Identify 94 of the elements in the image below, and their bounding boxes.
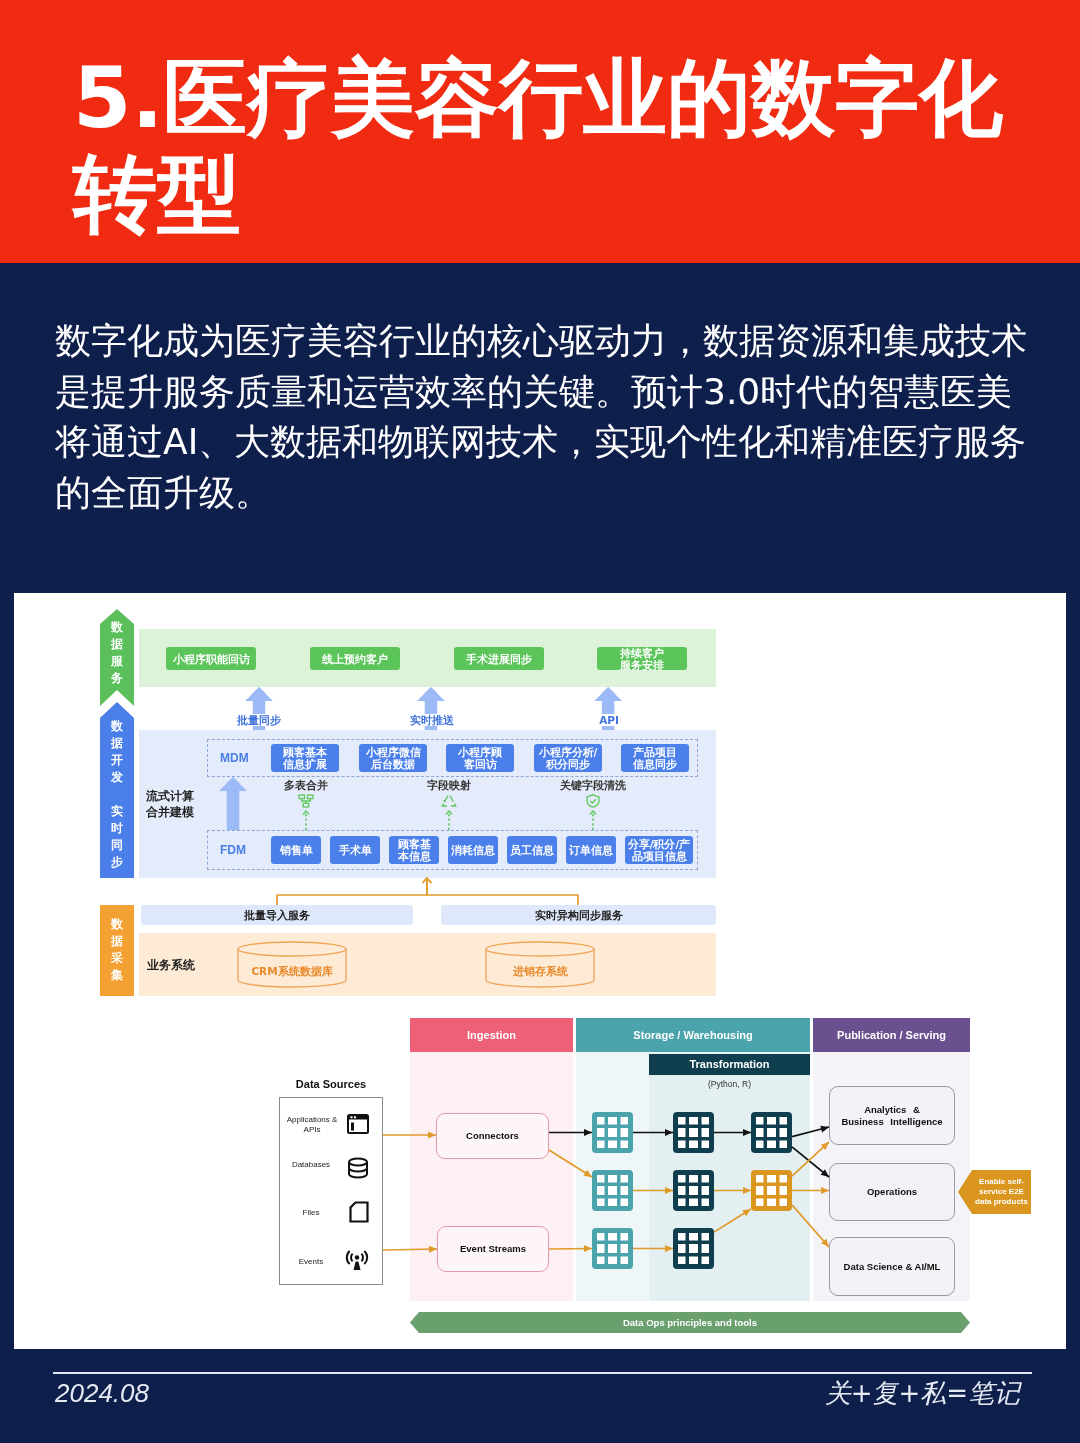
item-box: 小程序分析/积分同步 <box>534 744 602 772</box>
process-box: Analytics & Business Intelligence <box>829 1086 955 1145</box>
arrow <box>791 1204 830 1248</box>
stage-label: 数据开发 <box>110 718 124 786</box>
source-label: Applications & APIs <box>285 1115 339 1135</box>
column-header: Ingestion <box>410 1018 573 1052</box>
column-header: Storage / Warehousing <box>576 1018 810 1052</box>
group-label: MDM <box>220 751 249 765</box>
service-box: 手术进展同步 <box>454 647 544 670</box>
column-panel <box>410 1018 573 1301</box>
dashed-group <box>207 830 698 870</box>
grid-icon <box>673 1112 714 1153</box>
process-box: Data Science & AI/ML <box>829 1237 955 1296</box>
arrow <box>548 1149 593 1178</box>
process-box: Event Streams <box>437 1226 549 1272</box>
item-box: 员工信息 <box>507 836 557 864</box>
source-label: Events <box>298 1257 324 1267</box>
layer-panel <box>139 730 716 878</box>
dotted-arrow <box>589 810 597 831</box>
item-box: 小程序微信后台数据 <box>359 744 427 772</box>
edge-label: API <box>597 714 621 726</box>
arrow <box>632 1129 674 1136</box>
step-label: 字段映射 <box>427 779 471 791</box>
service-box: 持续客户服务安排 <box>597 647 687 670</box>
item-box: 顾客基本信息 <box>389 836 439 864</box>
source-label: Files <box>302 1208 320 1218</box>
database-cylinder: CRM系统数据库 <box>237 941 347 988</box>
item-box: 手术单 <box>330 836 380 864</box>
service-bar: 实时异构同步服务 <box>441 905 716 925</box>
ribbon-banner: Data Ops principles and tools <box>410 1312 970 1333</box>
layer-panel <box>139 933 716 996</box>
arrow <box>791 1187 830 1194</box>
block-arrow <box>219 777 247 830</box>
arrow <box>713 1187 752 1194</box>
process-box: Connectors <box>436 1113 549 1159</box>
arrow <box>632 1245 674 1252</box>
item-box: 顾客基本信息扩展 <box>271 744 339 772</box>
grid-icon <box>751 1112 792 1153</box>
service-box: 小程序职能回访 <box>166 647 256 670</box>
item-box: 产品项目信息同步 <box>621 744 689 772</box>
section-heading: Data Sources <box>295 1078 367 1091</box>
arrow <box>421 877 579 906</box>
item-box: 分享/积分/产品项目信息 <box>625 836 693 864</box>
arrow <box>791 1125 830 1138</box>
step-label: 多表合并 <box>284 779 328 791</box>
column-panel <box>576 1018 810 1301</box>
item-box: 小程序顾客回访 <box>446 744 514 772</box>
stage-band <box>100 702 134 878</box>
date-text: 2024.08 <box>55 1377 149 1409</box>
block-arrow <box>416 687 445 730</box>
item-box: 订单信息 <box>566 836 616 864</box>
tool-note: (Python, R) <box>708 1079 751 1089</box>
dotted-arrow <box>445 810 453 831</box>
database-cylinder: 进销存系统 <box>485 941 595 988</box>
column-panel <box>813 1018 970 1301</box>
arrow <box>632 1187 674 1194</box>
arrow <box>713 1208 752 1233</box>
block-arrow <box>594 687 623 730</box>
grid-icon <box>673 1170 714 1211</box>
block-arrow <box>245 687 273 730</box>
arrow <box>548 1129 593 1136</box>
process-box: Operations <box>829 1163 955 1221</box>
stage-band: 数据服务 <box>100 609 134 706</box>
transformation-panel <box>649 1054 810 1301</box>
group-label: FDM <box>220 843 246 857</box>
column-header: Transformation <box>649 1054 810 1075</box>
arrow <box>382 1131 437 1139</box>
arrow <box>713 1129 752 1136</box>
dashed-group <box>207 739 698 777</box>
grid-icon <box>592 1170 633 1211</box>
item-box: 消耗信息 <box>448 836 498 864</box>
intro-paragraph: 数字化成为医疗美容行业的核心驱动力，数据资源和集成技术是提升服务质量和运营效率的关键。预计3.0时代的智慧医美将通过AI、大数据和物联网技术，实现个性化和精准医疗服务的全面升级。 <box>55 319 1028 515</box>
grid-icon <box>592 1228 633 1269</box>
layer-panel <box>139 629 716 687</box>
arrow <box>382 1245 438 1253</box>
step-label: 关键字段清洗 <box>560 779 626 791</box>
signature-text: 关+复+私=笔记 <box>824 1377 1020 1409</box>
edge-label: 流式计算合并建模 <box>144 788 196 820</box>
service-box: 线上预约客户 <box>310 647 400 670</box>
item-box: 销售单 <box>271 836 321 864</box>
layer-label: 业务系统 <box>147 958 195 972</box>
grid-icon <box>673 1228 714 1269</box>
grid-icon <box>751 1170 792 1211</box>
source-label: Databases <box>291 1160 331 1170</box>
page-title: 5.医疗美容行业的数字化转型 <box>73 50 1005 242</box>
edge-label: 实时推送 <box>408 714 456 726</box>
arrow <box>548 1245 593 1253</box>
service-bar: 批量导入服务 <box>141 905 413 925</box>
column-header: Publication / Serving <box>813 1018 970 1052</box>
grid-icon <box>592 1112 633 1153</box>
stage-band: 数据采集 <box>100 905 134 996</box>
edge-label: 批量同步 <box>235 714 283 726</box>
dotted-arrow <box>302 810 310 831</box>
stage-label: 实时同步 <box>110 803 124 871</box>
